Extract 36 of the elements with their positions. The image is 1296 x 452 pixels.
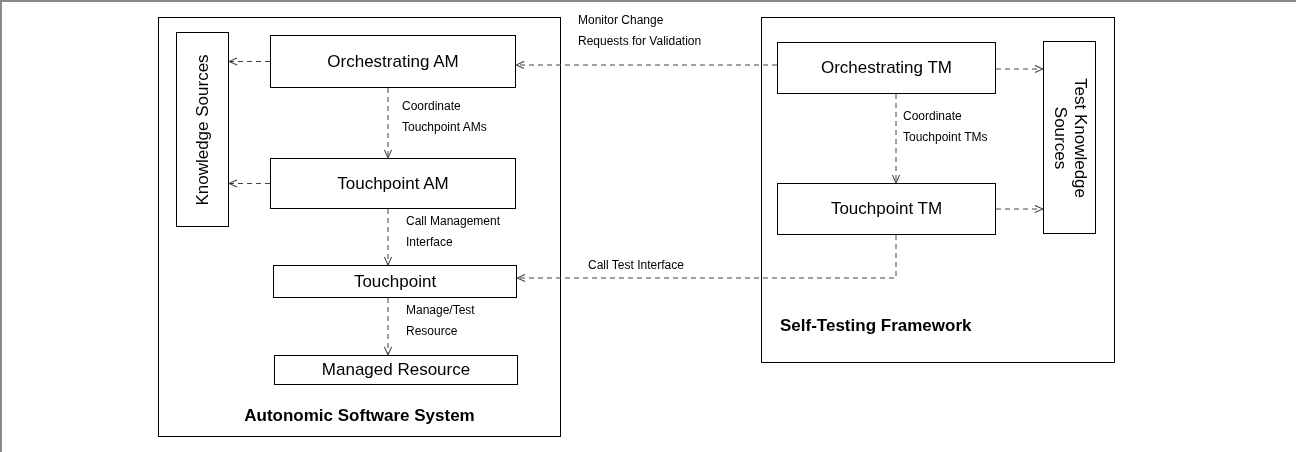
box-label: Orchestrating TM bbox=[821, 57, 952, 80]
edge-label: Call Management Interface bbox=[406, 213, 502, 251]
arrow bbox=[383, 208, 393, 266]
framework-boundary bbox=[761, 17, 1115, 363]
arrow bbox=[891, 93, 901, 184]
system-boundary bbox=[158, 17, 561, 437]
box-label: Knowledge Sources bbox=[192, 52, 213, 208]
box-label: Managed Resource bbox=[321, 359, 471, 382]
component-box bbox=[777, 42, 996, 94]
arrow bbox=[516, 234, 897, 283]
component-box bbox=[270, 158, 516, 209]
edge-label: Call Test Interface bbox=[588, 257, 684, 274]
arrow bbox=[515, 60, 778, 70]
arrow bbox=[383, 87, 393, 159]
edge-label: Coordinate Touchpoint AMs bbox=[402, 98, 488, 136]
component-box bbox=[777, 183, 996, 235]
arrow bbox=[228, 57, 271, 66]
group-title: Autonomic Software System bbox=[243, 404, 476, 427]
box-label: Orchestrating AM bbox=[327, 50, 459, 73]
component-box bbox=[273, 265, 517, 298]
box-label: Touchpoint AM bbox=[337, 172, 449, 195]
arrow bbox=[995, 64, 1044, 74]
arrow bbox=[228, 179, 271, 188]
component-box bbox=[270, 35, 516, 88]
arrow bbox=[383, 297, 393, 356]
edge-label: Manage/Test Resource bbox=[406, 302, 476, 340]
group-title: Self-Testing Framework bbox=[780, 314, 972, 337]
box-label: Touchpoint bbox=[353, 270, 437, 293]
edge-label: Monitor Change Requests for Validation bbox=[578, 12, 703, 50]
component-box bbox=[176, 32, 229, 227]
box-label: Touchpoint TM bbox=[830, 198, 943, 221]
arrow bbox=[995, 204, 1044, 214]
component-box bbox=[1043, 41, 1096, 234]
component-box bbox=[274, 355, 518, 385]
edge-label: Coordinate Touchpoint TMs bbox=[903, 108, 989, 146]
box-label: Test Knowledge Sources bbox=[1049, 76, 1090, 200]
